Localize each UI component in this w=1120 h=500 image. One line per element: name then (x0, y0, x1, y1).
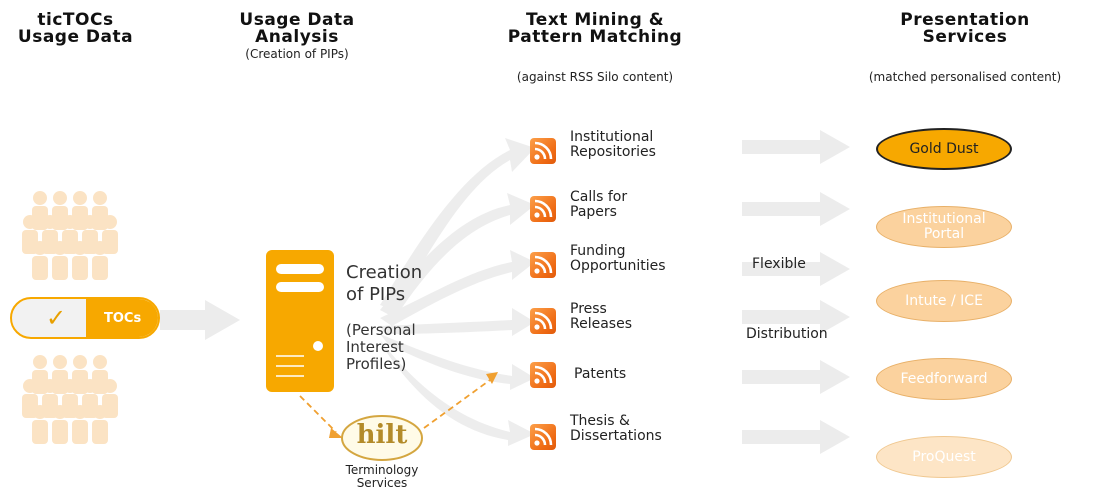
hilt-logo-oval (341, 415, 423, 461)
rss-icon (530, 196, 556, 222)
feed-label-line: Opportunities (570, 258, 666, 274)
hilt-caption: Terminology Services (322, 464, 442, 490)
feed-label: Patents (574, 367, 626, 382)
service-proquest[interactable]: ProQuest (876, 436, 1012, 478)
tocs-badge: ✓ TOCs (10, 297, 160, 339)
feed-label: Funding Opportunities (570, 244, 666, 274)
rss-icon (530, 308, 556, 334)
column-title-line: Text Mining & (525, 10, 665, 30)
people-group-bottom (22, 355, 118, 444)
column-title-line: Services (922, 27, 1008, 47)
tocs-label: TOCs (104, 311, 142, 326)
distribution-label-flexible: Flexible (752, 256, 806, 272)
service-label: ProQuest (912, 448, 976, 465)
server-caption-line: of PIPs (346, 284, 406, 305)
dashed-arrowhead-right (486, 372, 498, 384)
service-institutional-portal[interactable]: Institutional Portal (876, 206, 1012, 248)
checkmark-icon: ✓ (46, 304, 67, 332)
feed-label-line: Dissertations (570, 428, 662, 444)
service-intute-ice[interactable]: Intute / ICE (876, 280, 1012, 322)
dashed-connectors (299, 379, 491, 433)
hilt-logo-text: hilt (356, 420, 408, 450)
arrow-tocs-to-analysis (160, 300, 240, 340)
feed-label: Press Releases (570, 302, 632, 332)
hilt-caption-line: Terminology (345, 463, 419, 477)
feed-label: Institutional Repositories (570, 130, 656, 160)
server-subcaption: (Personal Interest Profiles) (346, 322, 416, 373)
server-caption-line: Interest (346, 338, 404, 356)
feed-item-thesis: Thesis & Dissertations (530, 414, 730, 454)
column-title-presentation: Presentation Services (860, 12, 1070, 46)
column-title-line: Usage Data (239, 10, 355, 30)
people-group-top (22, 191, 118, 280)
column-subtitle-presentation: (matched personalised content) (868, 70, 1062, 84)
column-title-line: ticTOCs (37, 10, 114, 30)
column-title-line: Usage Data (17, 27, 134, 47)
service-label: Institutional (902, 211, 986, 227)
feed-item-calls-for-papers: Calls for Papers (530, 190, 730, 230)
feed-label-line: Patents (574, 366, 627, 382)
feed-label-line: Papers (570, 204, 617, 220)
service-label: Feedforward (900, 370, 988, 387)
column-title-analysis: Usage Data Analysis (222, 12, 372, 46)
feed-label-line: Institutional (570, 129, 654, 145)
service-label: Portal (923, 226, 965, 242)
feed-item-repositories: Institutional Repositories (530, 130, 730, 170)
service-feedforward[interactable]: Feedforward (876, 358, 1012, 400)
server-caption: Creation of PIPs (346, 262, 422, 306)
rss-icon (530, 138, 556, 164)
feed-label-line: Repositories (570, 144, 656, 160)
dashed-arrowhead-left (329, 428, 343, 438)
feed-label-line: Funding (570, 243, 626, 259)
server-caption-line: Profiles) (346, 355, 407, 373)
server-caption-line: (Personal (346, 321, 416, 339)
column-title-line: Pattern Matching (507, 27, 683, 47)
tocs-badge-right: TOCs (86, 299, 158, 337)
feed-label-line: Calls for (570, 189, 628, 205)
rss-icon (530, 424, 556, 450)
server-icon (266, 250, 334, 392)
feed-item-patents: Patents (530, 362, 730, 402)
feed-item-funding: Funding Opportunities (530, 244, 730, 284)
service-label: Intute / ICE (905, 292, 983, 309)
column-title-text-mining: Text Mining & Pattern Matching (490, 12, 700, 46)
server-caption-line: Creation (346, 262, 423, 283)
column-subtitle-analysis: (Creation of PIPs) (245, 47, 349, 61)
service-label: Gold Dust (909, 140, 979, 157)
column-title-line: Presentation (900, 10, 1030, 30)
rss-icon (530, 362, 556, 388)
distribution-arrows (742, 130, 850, 454)
hilt-caption-line: Services (356, 476, 408, 490)
feed-item-press-releases: Press Releases (530, 302, 730, 342)
feed-label-line: Press (570, 301, 607, 317)
column-title-line: Analysis (255, 27, 339, 47)
fan-arrows (380, 138, 535, 446)
feed-label-line: Thesis & (570, 413, 630, 429)
rss-icon (530, 252, 556, 278)
service-gold-dust[interactable]: Gold Dust (876, 128, 1012, 170)
feed-label: Calls for Papers (570, 190, 627, 220)
feed-label-line: Releases (570, 316, 632, 332)
distribution-label-distribution: Distribution (746, 326, 828, 342)
column-subtitle-text-mining: (against RSS Silo content) (516, 70, 674, 84)
feed-label: Thesis & Dissertations (570, 414, 662, 444)
column-title-usage: ticTOCs Usage Data (8, 12, 143, 46)
